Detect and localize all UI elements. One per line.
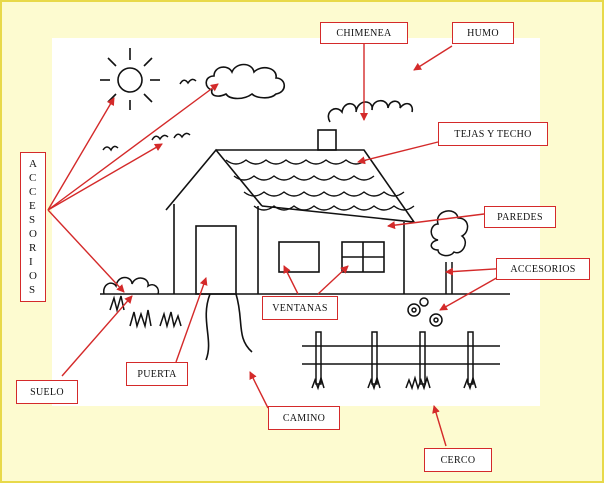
roof-tiles-drawing bbox=[225, 159, 415, 211]
drawing-area bbox=[52, 38, 540, 406]
cloud-drawing bbox=[205, 63, 286, 100]
path-drawing bbox=[205, 293, 253, 361]
house-drawing bbox=[165, 148, 416, 294]
bush-drawing bbox=[103, 276, 182, 329]
accesorios-letter: R bbox=[29, 242, 37, 254]
label-puerta: PUERTA bbox=[126, 362, 188, 386]
fence-drawing bbox=[302, 331, 500, 391]
label-humo: HUMO bbox=[452, 22, 514, 44]
tree-drawing bbox=[430, 210, 469, 294]
birds-drawing bbox=[102, 78, 197, 152]
label-ventanas: VENTANAS bbox=[262, 296, 338, 320]
windows-drawing bbox=[278, 241, 385, 273]
accesorios-letter: S bbox=[29, 284, 36, 296]
accesorios-letter: O bbox=[29, 270, 37, 282]
label-tejas-techo: TEJAS Y TECHO bbox=[438, 122, 548, 146]
label-chimenea: CHIMENEA bbox=[320, 22, 408, 44]
accesorios-letter: E bbox=[29, 200, 36, 212]
accesorios-letter: S bbox=[29, 214, 36, 226]
accesorios-letter: C bbox=[29, 186, 37, 198]
sun-drawing bbox=[100, 48, 160, 110]
accesorios-letter: I bbox=[29, 256, 33, 268]
flowers-drawing bbox=[407, 297, 443, 327]
label-cerco: CERCO bbox=[424, 448, 492, 472]
smoke-drawing bbox=[327, 99, 414, 123]
accesorios-letter: C bbox=[29, 172, 37, 184]
label-accesorios-right: ACCESORIOS bbox=[496, 258, 590, 280]
accesorios-letter: O bbox=[29, 228, 37, 240]
label-camino: CAMINO bbox=[268, 406, 340, 430]
chimney-drawing bbox=[317, 129, 337, 151]
label-suelo: SUELO bbox=[16, 380, 78, 404]
accesorios-letter: A bbox=[29, 158, 37, 170]
label-paredes: PAREDES bbox=[484, 206, 556, 228]
